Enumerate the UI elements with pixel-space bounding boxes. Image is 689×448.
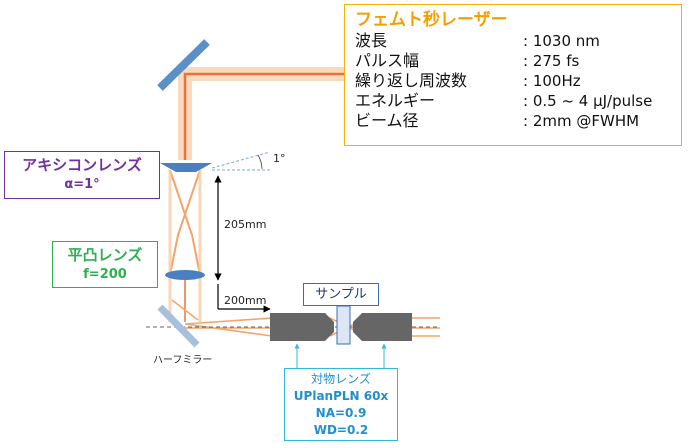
axicon-label-box: アキシコンレンズ α=1° xyxy=(4,151,160,199)
spec-beam-diameter: ビーム径 : 2mm @FWHM xyxy=(355,111,681,131)
axicon-lens xyxy=(160,163,212,172)
top-mirror xyxy=(157,39,210,91)
objective-name: 対物レンズ xyxy=(311,372,371,386)
objective-wd: WD=0.2 xyxy=(313,423,369,437)
objective-lens-right xyxy=(353,313,412,341)
spec-label: 繰り返し周波数 xyxy=(355,71,468,90)
objective-model: UPlanPLN 60x xyxy=(293,389,389,403)
axicon-param: α=1° xyxy=(64,177,100,192)
spec-wavelength: 波長 : 1030 nm xyxy=(355,31,681,51)
planoconvex-param: f=200 xyxy=(83,267,127,282)
objective-label-box: 対物レンズ UPlanPLN 60x NA=0.9 WD=0.2 xyxy=(284,368,398,441)
spec-value: : 275 fs xyxy=(523,52,580,70)
laser-spec-box: フェムト秒レーザー 波長 : 1030 nm パルス幅 : 275 fs 繰り返… xyxy=(344,4,682,146)
spec-value: : 1030 nm xyxy=(523,32,600,50)
spec-label: エネルギー xyxy=(355,91,436,110)
distance-label-200mm: 200mm xyxy=(224,294,267,307)
spec-label: ビーム径 xyxy=(355,111,419,130)
dimension-arrow-200mm xyxy=(217,284,271,313)
axicon-name: アキシコンレンズ xyxy=(22,156,142,174)
sample-label-box: サンプル xyxy=(303,283,379,306)
spec-label: 波長 xyxy=(355,31,388,50)
spec-label: パルス幅 xyxy=(355,51,420,70)
objective-lens-left xyxy=(270,313,334,341)
spec-value: : 100Hz xyxy=(523,72,581,90)
spec-repetition-rate: 繰り返し周波数 : 100Hz xyxy=(355,71,681,91)
spec-value: : 0.5 ~ 4 μJ/pulse xyxy=(523,92,653,110)
sample-slide xyxy=(336,305,351,345)
spec-energy: エネルギー : 0.5 ~ 4 μJ/pulse xyxy=(355,91,681,111)
laser-title: フェムト秒レーザー xyxy=(355,10,508,30)
planoconvex-lens xyxy=(165,270,205,280)
spec-pulse-width: パルス幅 : 275 fs xyxy=(355,51,681,71)
axicon-angle-label: 1° xyxy=(273,152,286,165)
laser-beam xyxy=(178,67,344,160)
planoconvex-label-box: 平凸レンズ f=200 xyxy=(52,241,158,288)
half-mirror-label: ハーフミラー xyxy=(153,355,213,366)
half-mirror xyxy=(157,304,200,348)
spec-value: : 2mm @FWHM xyxy=(523,112,640,130)
bessel-beam xyxy=(168,169,202,322)
planoconvex-name: 平凸レンズ xyxy=(67,246,143,264)
distance-label-205mm: 205mm xyxy=(224,218,267,231)
objective-na: NA=0.9 xyxy=(315,406,367,420)
objective-callout-lines xyxy=(294,343,387,368)
axicon-angle-indicator xyxy=(211,151,271,171)
